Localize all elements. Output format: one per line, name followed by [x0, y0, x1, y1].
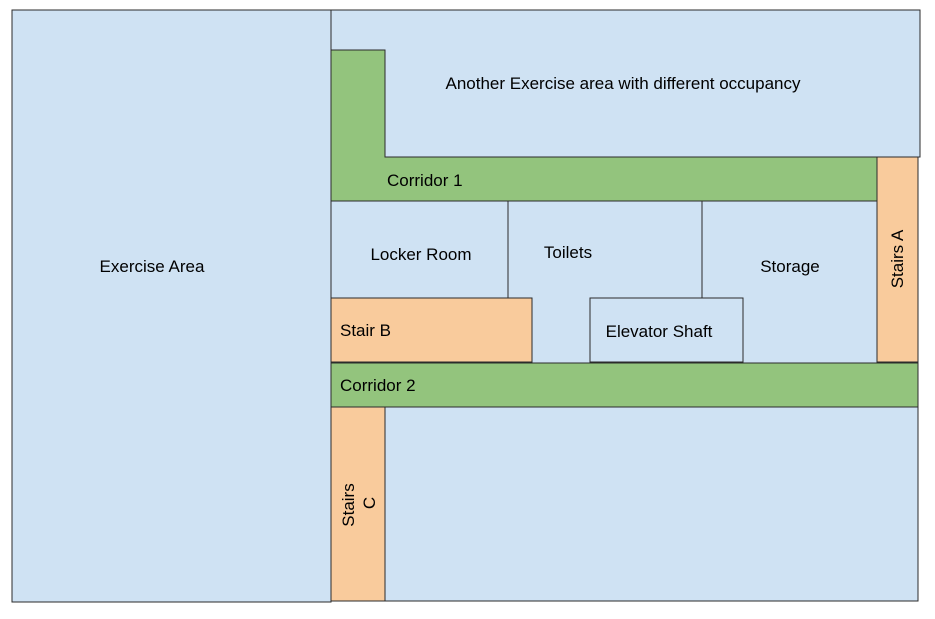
corridor-2-shape	[330, 362, 919, 408]
stair-b-shape	[330, 297, 533, 363]
stairs-c-label-line1: Stairs	[339, 483, 358, 526]
stairs-a-label: Stairs A	[888, 229, 907, 288]
lower-right-area	[384, 406, 919, 602]
stairs-c-shape	[330, 406, 386, 602]
elevator-shaft-label: Elevator Shaft	[606, 322, 713, 341]
locker-room-label: Locker Room	[370, 245, 471, 264]
exercise-area-label: Exercise Area	[100, 257, 205, 276]
another-exercise-area-label: Another Exercise area with different occ…	[446, 74, 801, 93]
corridor-2-label: Corridor 2	[340, 376, 416, 395]
stairs-a-shape	[876, 156, 919, 363]
another-exercise-area-room	[330, 9, 921, 158]
exercise-area-room	[11, 9, 332, 603]
stair-b-label: Stair B	[340, 321, 391, 340]
storage-label: Storage	[760, 257, 820, 276]
corridor-1-label: Corridor 1	[387, 171, 463, 190]
toilets-label: Toilets	[544, 243, 592, 262]
elevator-shaft-shape	[589, 297, 744, 363]
stairs-c-label-line2: C	[360, 497, 379, 509]
